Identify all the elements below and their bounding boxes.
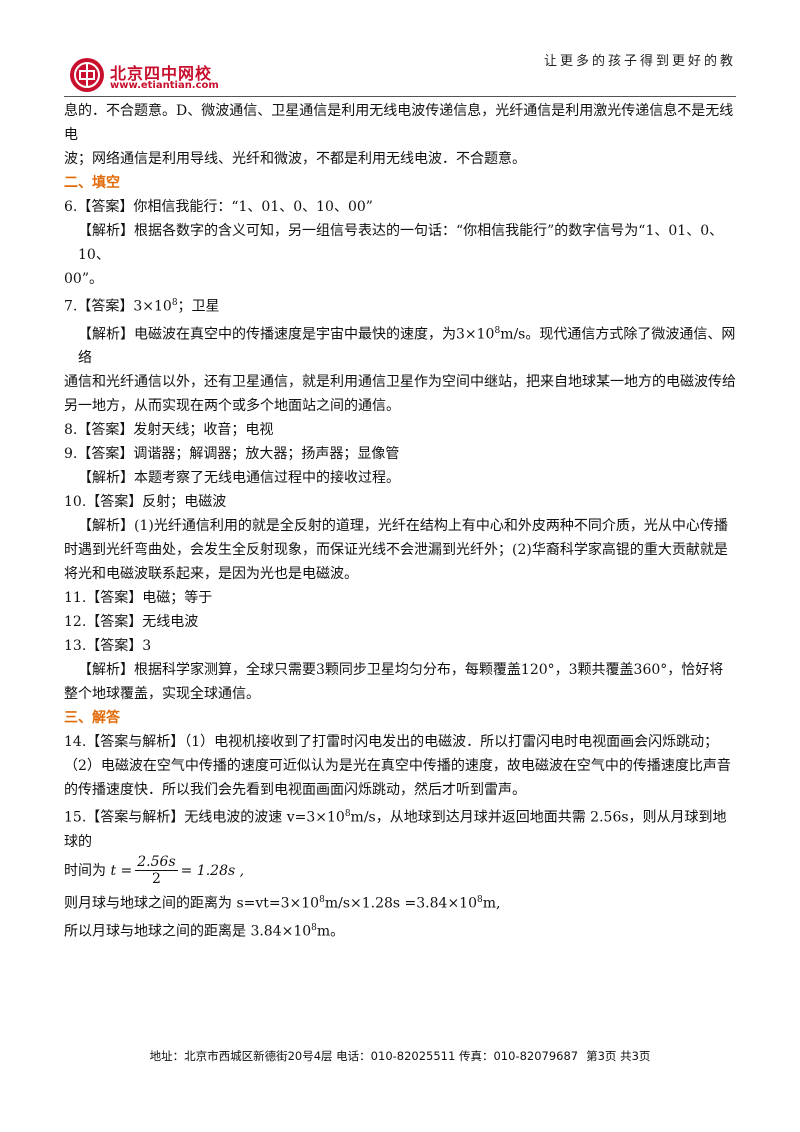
page-footer: 地址：北京市西城区新德街20号4层 电话：010-82025511 传真：010… bbox=[0, 1048, 800, 1064]
logo: 北京四中网校 www.etiantian.com bbox=[64, 38, 264, 96]
logo-name: 北京四中网校 bbox=[110, 64, 213, 83]
superscript: 8 bbox=[344, 809, 351, 820]
section-heading-fill-blank: 二、填空 bbox=[64, 175, 120, 191]
text-span: m。 bbox=[316, 923, 345, 940]
equation-result: = 1.28s , bbox=[180, 862, 245, 879]
section-heading-solve: 三、解答 bbox=[64, 710, 120, 727]
answer-7: 7.【答案】3×108；卫星 bbox=[64, 291, 736, 319]
text-span: 7.【答案】3×10 bbox=[64, 298, 172, 315]
answer-8: 8.【答案】发射天线；收音；电视 bbox=[64, 422, 274, 439]
header-divider bbox=[64, 96, 736, 97]
text-line: 所以月球与地球之间的距离是 3.84×108m。 bbox=[64, 916, 736, 944]
footer-address: 地址：北京市西城区新德街20号4层 电话：010-82025511 传真：010… bbox=[149, 1049, 579, 1063]
text-line: 的传播速度快．所以我们会先看到电视面画面闪烁跳动，然后才听到雷声。 bbox=[64, 782, 526, 799]
answer-15: 15.【答案与解析】无线电波的波速 v=3×108m/s，从地球到达月球并返回地… bbox=[64, 802, 736, 854]
analysis-7: 【解析】电磁波在真空中的传播速度是宇宙中最快的速度，为3×108m/s。现代通信… bbox=[64, 319, 736, 371]
text-span: 时间为 bbox=[64, 862, 106, 879]
logo-url: www.etiantian.com bbox=[110, 80, 219, 91]
answer-14: 14.【答案与解析】（1）电视机接收到了打雷时闪电发出的电磁波．所以打雷闪电时电… bbox=[64, 734, 719, 751]
text-line: 时遇到光纤弯曲处，会发生全反射现象，而保证光线不会泄漏到光纤外；(2)华裔科学家… bbox=[64, 542, 728, 559]
fraction-denominator: 2 bbox=[151, 871, 161, 888]
text-line: 00”。 bbox=[64, 271, 103, 287]
text-span: m, bbox=[482, 895, 501, 912]
equation-variable: t = bbox=[110, 862, 133, 879]
analysis-9: 【解析】本题考察了无线电通信过程中的接收过程。 bbox=[78, 470, 400, 487]
text-span: ；卫星 bbox=[177, 298, 220, 315]
text-line: （2）电磁波在空气中传播的速度可近似认为是光在真空中传播的速度，故电磁波在空气中… bbox=[64, 758, 731, 775]
header-slogan: 让更多的孩子得到更好的教 bbox=[543, 54, 736, 69]
text-span: 15.【答案与解析】无线电波的波速 v=3×10 bbox=[64, 809, 345, 826]
page-content: 息的．不合题意。D、微波通信、卫星通信是利用无线电波传递信息，光纤通信是利用激光… bbox=[64, 99, 736, 943]
text-line: 通信和光纤通信以外，还有卫星通信，就是利用通信卫星作为空间中继站，把来自地球某一… bbox=[64, 374, 736, 391]
fraction-numerator: 2.56s bbox=[135, 854, 178, 872]
answer-6: 6.【答案】你相信我能行：“1、01、0、10、00” bbox=[64, 199, 373, 215]
text-span: 所以月球与地球之间的距离是 3.84×10 bbox=[64, 923, 312, 940]
text-span: 则月球与地球之间的距离为 s=vt=3×10 bbox=[64, 895, 320, 912]
superscript: 8 bbox=[311, 922, 317, 933]
text-line: 将光和电磁波联系起来，是因为光也是电磁波。 bbox=[64, 566, 358, 583]
logo-emblem-icon bbox=[70, 58, 104, 92]
text-span: m/s。现代通信方式除了微波通信、网络 bbox=[78, 326, 736, 367]
superscript: 8 bbox=[171, 298, 178, 308]
text-line: 另一地方，从而实现在两个或多个地面站之间的通信。 bbox=[64, 398, 400, 415]
superscript: 8 bbox=[319, 894, 325, 905]
analysis-13: 【解析】根据科学家测算，全球只需要3颗同步卫星均匀分布，每颗覆盖120°，3颗共… bbox=[78, 662, 724, 679]
answer-9: 9.【答案】调谐器；解调器；放大器；扬声器；显像管 bbox=[64, 446, 400, 463]
answer-12: 12.【答案】无线电波 bbox=[64, 614, 199, 631]
text-line: 波；网络通信是利用导线、光纤和微波，不都是利用无线电波．不合题意。 bbox=[64, 151, 526, 167]
text-span: 【解析】电磁波在真空中的传播速度是宇宙中最快的速度，为3×10 bbox=[78, 326, 495, 343]
answer-10: 10.【答案】反射；电磁波 bbox=[64, 494, 227, 511]
page-header: 北京四中网校 www.etiantian.com 让更多的孩子得到更好的教 bbox=[64, 38, 736, 96]
text-line: 整个地球覆盖，实现全球通信。 bbox=[64, 686, 260, 703]
text-span: m/s，从地球到达月球并返回地面共需 2.56s，则从月球到地球的 bbox=[64, 809, 727, 850]
text-line: 则月球与地球之间的距离为 s=vt=3×108m/s×1.28s =3.84×1… bbox=[64, 888, 736, 916]
superscript: 8 bbox=[494, 325, 501, 336]
analysis-6: 【解析】根据各数字的含义可知，另一组信号表达的一句话：“你相信我能行”的数字信号… bbox=[78, 223, 724, 263]
answer-13: 13.【答案】3 bbox=[64, 638, 152, 655]
analysis-10: 【解析】(1)光纤通信利用的就是全反射的道理，光纤在结构上有中心和外皮两种不同介… bbox=[78, 518, 728, 535]
text-span: m/s×1.28s =3.84×10 bbox=[324, 895, 477, 912]
superscript: 8 bbox=[477, 894, 483, 905]
text-line: 息的．不合题意。D、微波通信、卫星通信是利用无线电波传递信息，光纤通信是利用激光… bbox=[64, 103, 734, 143]
page-number: 第3页 共3页 bbox=[586, 1049, 651, 1063]
answer-11: 11.【答案】电磁；等于 bbox=[64, 590, 213, 607]
